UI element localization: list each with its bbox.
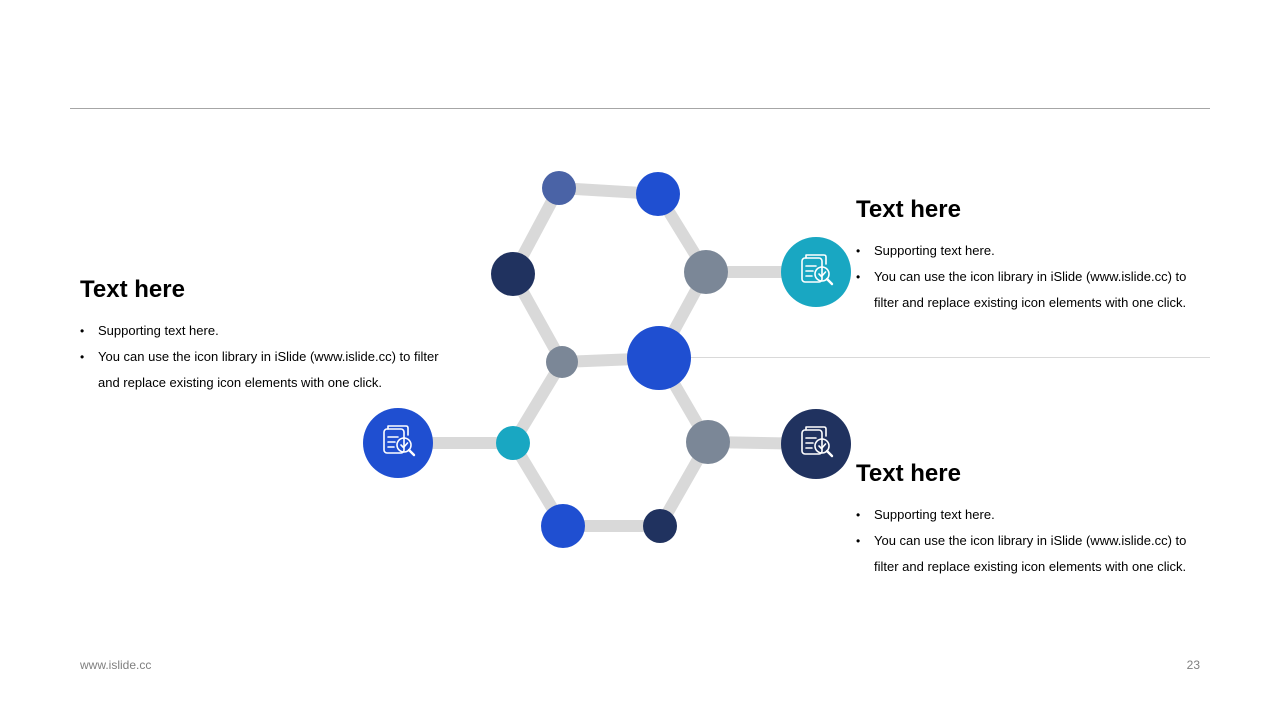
bullet-item: Supporting text here.	[856, 238, 1206, 264]
bullet-item: You can use the icon library in iSlide (…	[856, 528, 1206, 580]
node-teal	[496, 426, 530, 460]
node-navy-small	[643, 509, 677, 543]
block-title: Text here	[856, 460, 961, 487]
node-gray	[686, 420, 730, 464]
bullet-item: You can use the icon library in iSlide (…	[80, 344, 440, 396]
connectors	[392, 182, 822, 532]
icon-circle-bottom-right	[781, 409, 851, 479]
node-slate-blue	[542, 171, 576, 205]
bullet-list: Supporting text here. You can use the ic…	[856, 502, 1206, 580]
text-block-left: Text here Supporting text here. You can …	[80, 276, 440, 396]
block-title: Text here	[856, 196, 961, 223]
text-block-bottom-right: Text here Supporting text here. You can …	[856, 460, 1206, 580]
clipboard-search-icon	[801, 254, 834, 286]
page-number: 23	[1186, 658, 1200, 672]
bullet-list: Supporting text here. You can use the ic…	[80, 318, 440, 396]
nodes	[491, 171, 730, 548]
clipboard-search-icon	[383, 425, 416, 457]
icon-circle-left	[363, 408, 433, 478]
block-title: Text here	[80, 276, 185, 303]
bullet-list: Supporting text here. You can use the ic…	[856, 238, 1206, 316]
footer-url[interactable]: www.islide.cc	[80, 658, 152, 672]
node-gray-small	[546, 346, 578, 378]
node-navy	[491, 252, 535, 296]
clipboard-search-icon	[801, 426, 834, 458]
node-blue-large	[627, 326, 691, 390]
middle-divider	[690, 357, 1210, 358]
bullet-item: Supporting text here.	[80, 318, 440, 344]
node-blue	[636, 172, 680, 216]
node-gray	[684, 250, 728, 294]
node-blue	[541, 504, 585, 548]
bullet-item: Supporting text here.	[856, 502, 1206, 528]
icon-circle-top-right	[781, 237, 851, 307]
bullet-item: You can use the icon library in iSlide (…	[856, 264, 1206, 316]
text-block-top-right: Text here Supporting text here. You can …	[856, 196, 1206, 316]
top-divider	[70, 108, 1210, 109]
